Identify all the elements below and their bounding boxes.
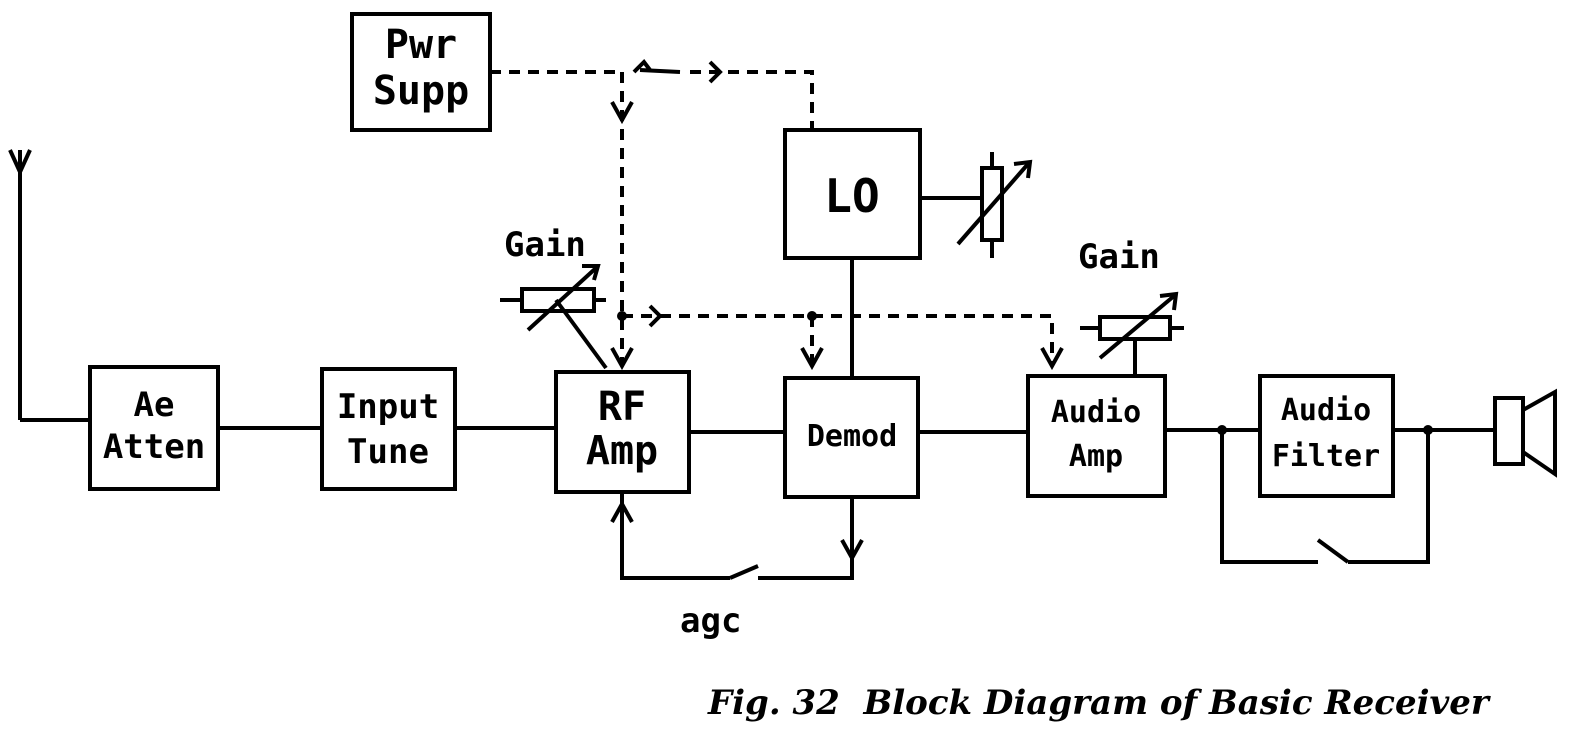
agc-switch-blade [729, 564, 759, 580]
variable-arrow-icon [526, 266, 598, 332]
signal-wiring [18, 150, 1495, 580]
pwr-wire-to-lo [690, 70, 814, 128]
pwr-wire-to-audio [622, 314, 1054, 362]
rf-gain-wiper [554, 298, 608, 370]
block-rf-amp: RF Amp [554, 370, 691, 494]
figure-caption: Fig. 32 Block Diagram of Basic Receiver [707, 683, 1491, 723]
variable-arrow-icon [1098, 294, 1176, 360]
audio-gain-label: Gain [1078, 237, 1160, 277]
block-label: Tune [347, 432, 429, 472]
agc-label: agc [680, 601, 741, 641]
block-ae-atten: Ae Atten [88, 365, 220, 491]
block-label: Amp [1069, 439, 1123, 474]
block-label: Amp [586, 428, 658, 474]
arrow-right-pwr-bus [648, 304, 663, 328]
speaker-magnet [1493, 396, 1525, 466]
block-label: Supp [373, 68, 469, 114]
block-audio-filter: Audio Filter [1258, 374, 1395, 498]
block-label: Ae [134, 385, 175, 425]
block-audio-amp: Audio Amp [1026, 374, 1167, 498]
pwr-switch-pivot [632, 58, 652, 74]
antenna-icon [8, 149, 32, 177]
pwr-switch-blade [639, 68, 681, 74]
arrow-down-audio-pwr [1040, 347, 1064, 371]
block-label: Audio [1051, 395, 1141, 430]
block-label: Pwr [385, 22, 457, 68]
junction-dot [807, 311, 817, 321]
speaker-cone [1521, 388, 1557, 478]
block-label: LO [824, 169, 879, 223]
bypass-switch-blade [1316, 538, 1350, 564]
block-label: RF [598, 384, 646, 430]
lo-tuning-control [956, 152, 1033, 258]
block-pwr-supp: Pwr Supp [350, 12, 492, 132]
junction-dot [1423, 425, 1433, 435]
rf-gain-control [500, 264, 608, 370]
block-label: Atten [103, 427, 205, 467]
arrow-up-rf-agc [610, 499, 634, 523]
arrow-down-pwr [610, 101, 634, 125]
junction-dot [1217, 425, 1227, 435]
block-label: Demod [807, 419, 897, 454]
solid-markers [8, 149, 1433, 563]
power-wiring [490, 58, 1064, 372]
arrow-down-demod-pwr [800, 347, 824, 371]
arrow-right-pwr [708, 60, 723, 84]
arrow-down-rf-pwr [610, 347, 634, 371]
junction-dot [617, 311, 627, 321]
arrow-head-icon [1159, 291, 1179, 311]
block-lo: LO [783, 128, 922, 260]
bypass-wire-right [1348, 430, 1430, 564]
arrow-head-icon [1013, 159, 1033, 179]
block-label: Filter [1272, 439, 1380, 474]
rf-gain-label: Gain [504, 225, 586, 265]
speaker-icon [1493, 388, 1557, 478]
variable-arrow-icon [956, 162, 1030, 246]
arrow-down-demod-agc [840, 539, 864, 563]
block-demod: Demod [783, 376, 920, 499]
arrow-head-icon [582, 264, 601, 281]
block-label: Audio [1281, 393, 1371, 428]
block-input-tune: Input Tune [320, 367, 457, 491]
bypass-wire-left [1220, 430, 1318, 564]
agc-wire-right [758, 497, 854, 580]
agc-wire-left [620, 492, 730, 580]
block-label: Input [337, 387, 439, 427]
audio-gain-control [1080, 291, 1184, 376]
